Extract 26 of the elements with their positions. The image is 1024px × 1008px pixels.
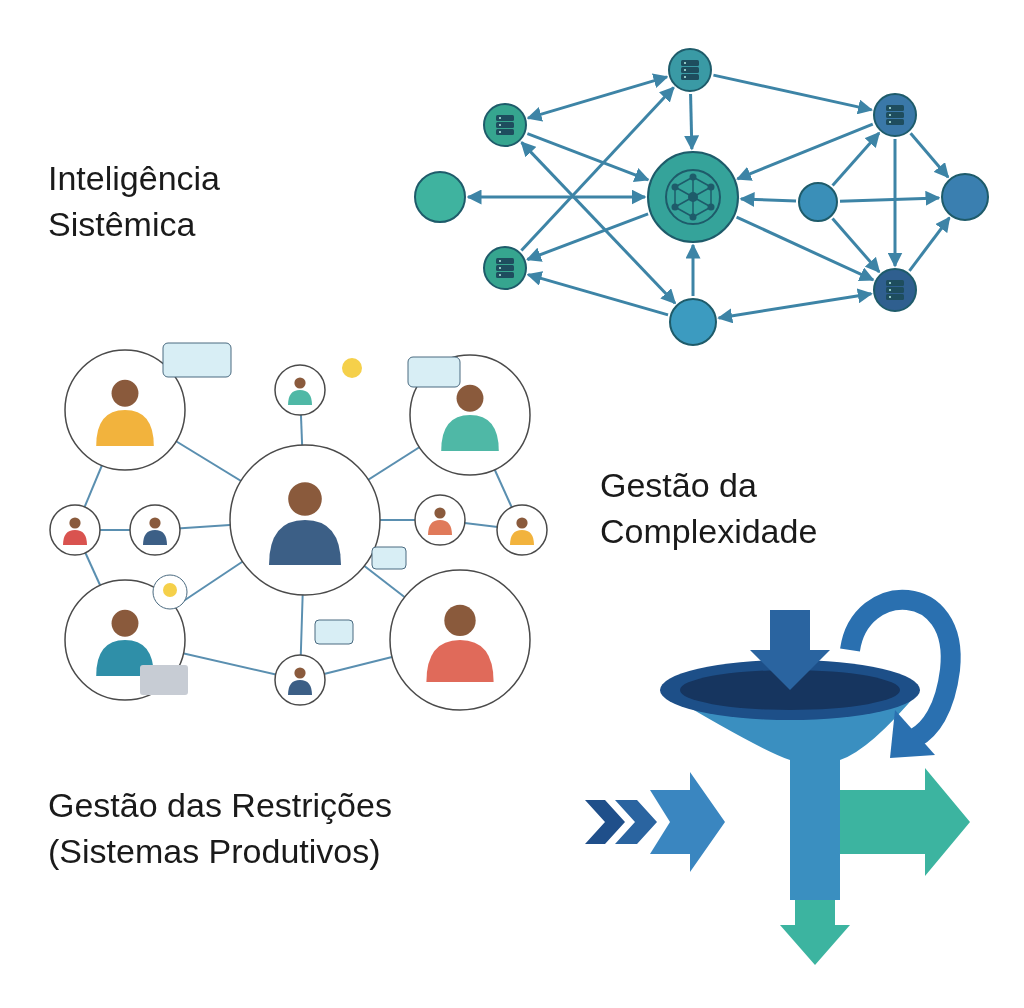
arrow bbox=[739, 191, 797, 207]
server-node bbox=[483, 103, 527, 147]
arrow bbox=[831, 131, 881, 187]
server-node bbox=[483, 246, 527, 290]
arrow bbox=[735, 215, 875, 282]
arrow bbox=[684, 93, 700, 151]
arrow bbox=[717, 288, 873, 324]
arrow bbox=[713, 73, 873, 115]
arrow bbox=[839, 190, 941, 206]
arrow bbox=[831, 217, 881, 274]
arrow bbox=[520, 141, 677, 305]
arrow bbox=[520, 86, 675, 252]
server-node bbox=[668, 48, 712, 92]
arrow bbox=[685, 243, 701, 296]
heading-label: Gestão das Restrições (Sistemas Produtivos) bbox=[48, 785, 393, 872]
heading-label: Inteligência Sistêmica bbox=[48, 158, 221, 245]
server-node bbox=[873, 93, 917, 137]
arrow bbox=[526, 73, 669, 122]
arrow bbox=[526, 212, 649, 262]
arrow bbox=[736, 122, 874, 181]
arrow bbox=[466, 189, 647, 205]
arrow bbox=[526, 271, 669, 317]
heading-label: Gestão da Complexidade bbox=[600, 465, 819, 552]
server-node bbox=[873, 268, 917, 312]
arrow bbox=[909, 132, 950, 179]
arrow bbox=[887, 139, 903, 268]
